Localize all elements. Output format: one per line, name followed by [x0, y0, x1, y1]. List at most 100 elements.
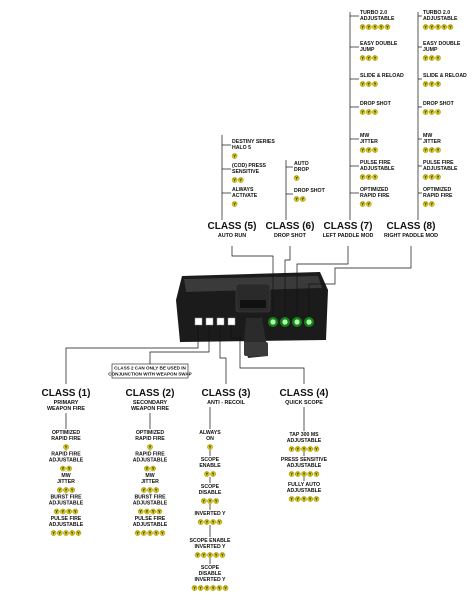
svg-text:Y: Y — [309, 447, 312, 452]
y-button-icon: Y — [441, 24, 448, 30]
option-label: FULLY AUTO — [288, 482, 320, 488]
class-title: CLASS (1) — [42, 388, 91, 399]
svg-text:Y: Y — [303, 447, 306, 452]
option-label: DESTINY SERIES — [232, 139, 275, 145]
option-label: INVERTED Y — [194, 577, 226, 583]
svg-text:Y: Y — [209, 445, 212, 450]
y-button-icon: Y — [378, 24, 385, 30]
svg-text:Y: Y — [202, 499, 205, 504]
svg-text:Y: Y — [206, 586, 209, 591]
svg-text:Y: Y — [367, 175, 370, 180]
option-label: DROP SHOT — [423, 101, 455, 107]
y-button-icon: Y — [294, 446, 301, 452]
svg-text:Y: Y — [301, 197, 304, 202]
option-label: ADJUSTABLE — [49, 458, 84, 464]
y-button-icon: Y — [69, 530, 75, 536]
y-button-icon: Y — [428, 174, 435, 180]
y-button-icon: Y — [422, 201, 429, 207]
y-button-icon: Y — [359, 24, 366, 30]
svg-text:Y: Y — [315, 497, 318, 502]
option-label: DROP — [294, 167, 310, 173]
y-button-icon: Y — [213, 498, 219, 504]
y-button-icon: Y — [365, 55, 372, 61]
y-button-icon: Y — [288, 446, 295, 452]
y-button-icon: Y — [301, 471, 307, 477]
y-button-icon: Y — [428, 81, 435, 87]
y-button-icon: Y — [222, 585, 229, 591]
class-subtitle: RIGHT PADDLE MOD — [384, 233, 438, 239]
y-button-icon: Y — [447, 24, 454, 30]
y-button-icon: Y — [365, 201, 372, 207]
svg-text:Y: Y — [374, 148, 377, 153]
y-button-icon: Y — [384, 24, 391, 30]
class-subtitle: DROP SHOT — [274, 233, 307, 239]
svg-text:Y: Y — [239, 178, 242, 183]
class-subtitle: QUICK SCOPE — [285, 400, 323, 406]
y-button-icon: Y — [153, 530, 159, 536]
option-label: ADJUSTABLE — [133, 501, 168, 507]
option-label: ALWAYS — [232, 187, 254, 193]
svg-text:Y: Y — [309, 472, 312, 477]
option-label: PULSE FIRE — [51, 516, 82, 522]
svg-text:Y: Y — [374, 110, 377, 115]
y-button-icon: Y — [435, 24, 441, 30]
svg-text:Y: Y — [62, 466, 65, 471]
option-label: PULSE FIRE — [360, 160, 391, 166]
option-label: SLIDE & RELOAD — [360, 73, 404, 79]
y-button-icon: Y — [231, 201, 238, 207]
option-label: BURST FIRE — [50, 495, 82, 501]
y-button-icon: Y — [307, 471, 314, 477]
option-label: OPTIMIZED — [360, 187, 388, 193]
option-label: ENABLE — [199, 463, 221, 469]
svg-text:Y: Y — [367, 110, 370, 115]
svg-text:Y: Y — [74, 509, 77, 514]
option-label: ACTIVATE — [232, 193, 258, 199]
y-button-icon: Y — [147, 444, 153, 450]
svg-text:Y: Y — [361, 175, 364, 180]
y-button-icon: Y — [216, 585, 223, 591]
y-button-icon: Y — [60, 508, 66, 515]
option-label: INVERTED Y — [194, 544, 226, 550]
y-button-icon: Y — [365, 109, 372, 115]
y-button-icon: Y — [216, 519, 223, 525]
option-label: JUMP — [423, 47, 438, 53]
svg-text:Y: Y — [296, 497, 299, 502]
class-title: CLASS (5) — [208, 221, 257, 232]
option-label: RAPID FIRE — [135, 452, 165, 458]
svg-text:Y: Y — [315, 447, 318, 452]
svg-text:Y: Y — [146, 509, 149, 514]
svg-text:Y: Y — [212, 472, 215, 477]
svg-text:Y: Y — [430, 82, 433, 87]
svg-text:Y: Y — [361, 202, 364, 207]
svg-text:Y: Y — [424, 175, 427, 180]
option-label: ADJUSTABLE — [423, 16, 458, 22]
option-label: JUMP — [360, 47, 375, 53]
svg-text:Y: Y — [161, 531, 164, 536]
y-button-icon: Y — [307, 446, 314, 452]
option-label: HALO 5 — [232, 145, 251, 151]
svg-text:Y: Y — [149, 531, 152, 536]
option-label: ADJUSTABLE — [287, 463, 322, 469]
y-button-icon: Y — [372, 81, 378, 87]
y-button-icon: Y — [422, 81, 429, 87]
y-button-icon: Y — [301, 496, 307, 502]
svg-text:Y: Y — [233, 202, 236, 207]
option-label: JITTER — [57, 479, 75, 485]
y-button-icon: Y — [307, 496, 314, 502]
option-label: DISABLE — [199, 490, 222, 496]
svg-text:Y: Y — [149, 488, 152, 493]
option-label: INVERTED Y — [194, 511, 226, 517]
